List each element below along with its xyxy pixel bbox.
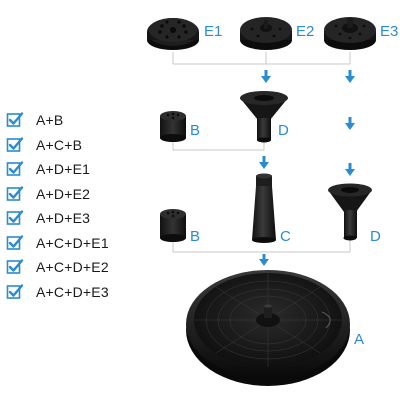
combination-label: A+D+E3 <box>36 210 91 227</box>
label-a: A <box>354 331 365 348</box>
arrow-down-icon <box>345 163 355 176</box>
arrow-down-icon <box>345 70 355 83</box>
connector-middle <box>172 138 265 151</box>
label-d-top: D <box>278 122 289 139</box>
combination-label: A+B <box>36 112 64 129</box>
checkbox-checked-icon <box>6 186 24 201</box>
combination-item: A+D+E3 <box>6 206 156 231</box>
combination-item: A+C+D+E1 <box>6 231 156 256</box>
combination-label: A+D+E2 <box>36 185 91 202</box>
label-b-top: B <box>190 122 201 139</box>
combination-item: A+C+B <box>6 133 156 158</box>
arrow-down-icon <box>345 117 355 130</box>
label-e1: E1 <box>204 23 223 40</box>
combination-label: A+C+D+E2 <box>36 259 109 276</box>
connector-top <box>172 52 351 65</box>
solar-fountain-base-a <box>186 270 350 386</box>
checkbox-checked-icon <box>6 235 24 250</box>
extension-tube-c <box>252 173 276 243</box>
nozzle-e3 <box>324 17 376 50</box>
label-c: C <box>280 228 291 245</box>
nozzle-b-top <box>160 111 186 142</box>
combination-item: A+D+E1 <box>6 157 156 182</box>
combination-item: A+B <box>6 108 156 133</box>
nozzle-d-middle <box>328 183 372 241</box>
label-b-middle: B <box>190 228 201 245</box>
nozzle-e1 <box>147 18 199 50</box>
arrow-down-icon <box>261 70 271 83</box>
checkbox-checked-icon <box>6 284 24 299</box>
label-e3: E3 <box>380 23 399 40</box>
combination-label: A+C+B <box>36 136 83 153</box>
combination-label: A+C+D+E1 <box>36 234 109 251</box>
checkbox-checked-icon <box>6 259 24 275</box>
combination-item: A+D+E2 <box>6 182 156 207</box>
combination-label: A+C+D+E3 <box>36 283 109 300</box>
combination-item: A+C+D+E3 <box>6 280 156 305</box>
checkbox-checked-icon <box>6 210 24 226</box>
label-e2: E2 <box>296 23 315 40</box>
combination-label: A+D+E1 <box>36 161 91 178</box>
nozzle-b-middle <box>160 209 186 242</box>
combination-item: A+C+D+E2 <box>6 255 156 280</box>
nozzle-d-top <box>240 91 288 143</box>
label-d-middle: D <box>370 228 381 245</box>
checkbox-checked-icon <box>6 161 24 177</box>
checkbox-checked-icon <box>6 112 24 128</box>
arrow-down-icon <box>259 254 269 266</box>
nozzle-e2 <box>240 17 292 50</box>
checkbox-checked-icon <box>6 137 24 152</box>
arrow-down-icon <box>259 156 269 169</box>
